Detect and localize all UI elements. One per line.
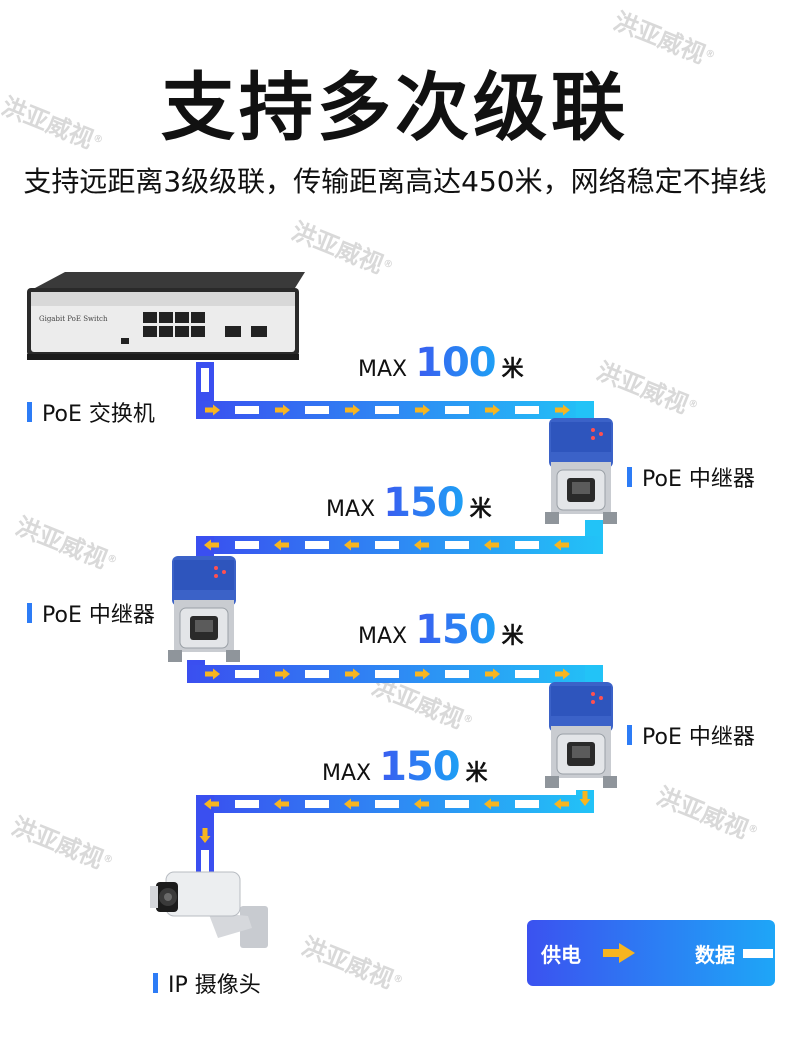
power-arrow-mark <box>344 798 359 810</box>
power-arrow-mark <box>485 404 500 416</box>
data-dash-icon <box>743 948 773 958</box>
data-dash-mark <box>515 800 539 808</box>
data-dash-mark <box>235 670 259 678</box>
legend-data-label: 数据 <box>695 942 735 967</box>
label-text: IP 摄像头 <box>168 973 261 998</box>
data-dash-mark <box>445 406 469 414</box>
distance-label-1: MAX 100 米 <box>358 340 524 386</box>
power-arrow-mark <box>414 798 429 810</box>
distance-value: 150 <box>383 480 464 526</box>
data-dash-mark <box>305 670 329 678</box>
label-text: PoE 中继器 <box>42 603 155 628</box>
power-arrow-mark <box>484 539 499 551</box>
distance-label-3: MAX 150 米 <box>358 607 524 653</box>
data-dash-mark <box>375 800 399 808</box>
power-arrow-mark <box>579 791 591 806</box>
label-ip-camera: IP 摄像头 <box>153 967 261 999</box>
distance-prefix: MAX <box>358 624 408 649</box>
label-poe-switch: PoE 交换机 <box>27 396 155 428</box>
distance-unit: 米 <box>465 761 488 786</box>
data-dash-mark <box>445 541 469 549</box>
poe-repeater-image <box>545 682 617 794</box>
distance-value: 100 <box>415 340 496 386</box>
label-marker <box>627 725 632 745</box>
power-arrow-mark <box>274 539 289 551</box>
power-arrow-mark <box>205 404 220 416</box>
label-text: PoE 中继器 <box>642 725 755 750</box>
cable-horizontal <box>196 536 603 554</box>
power-arrow-mark <box>205 668 220 680</box>
power-arrow-mark <box>275 668 290 680</box>
label-marker <box>27 402 32 422</box>
label-poe-repeater-2: PoE 中继器 <box>27 597 155 629</box>
data-dash-mark <box>201 850 209 874</box>
power-arrow-mark <box>275 404 290 416</box>
power-arrow-mark <box>555 404 570 416</box>
distance-prefix: MAX <box>326 497 376 522</box>
legend: 供电 数据 <box>527 920 775 986</box>
distance-unit: 米 <box>501 357 524 382</box>
data-dash-mark <box>445 800 469 808</box>
page-title: 支持多次级联 <box>161 65 629 151</box>
distance-label-2: MAX 150 米 <box>326 480 492 526</box>
power-arrow-mark <box>485 668 500 680</box>
distance-value: 150 <box>415 607 496 653</box>
power-arrow-mark <box>204 798 219 810</box>
label-poe-repeater-3: PoE 中继器 <box>627 719 755 751</box>
flow-marks <box>199 368 591 874</box>
data-dash-mark <box>305 800 329 808</box>
data-dash-mark <box>515 406 539 414</box>
power-arrow-mark <box>415 404 430 416</box>
label-marker <box>627 467 632 487</box>
legend-power-label: 供电 <box>541 942 581 967</box>
power-arrow-mark <box>415 668 430 680</box>
data-dash-mark <box>235 541 259 549</box>
power-arrow-mark <box>554 798 569 810</box>
distance-label-4: MAX 150 米 <box>322 744 488 790</box>
data-dash-mark <box>515 541 539 549</box>
data-dash-mark <box>375 541 399 549</box>
data-dash-mark <box>235 800 259 808</box>
data-dash-mark <box>375 670 399 678</box>
data-dash-mark <box>305 541 329 549</box>
distance-value: 150 <box>379 744 460 790</box>
distance-prefix: MAX <box>322 761 372 786</box>
poe-switch-image: Gigabit PoE Switch <box>25 270 305 362</box>
data-dash-mark <box>375 406 399 414</box>
label-text: PoE 中继器 <box>642 467 755 492</box>
data-dash-mark <box>445 670 469 678</box>
power-arrow-mark <box>204 539 219 551</box>
data-dash-mark <box>201 368 209 392</box>
power-arrow-mark <box>344 539 359 551</box>
power-arrow-mark <box>345 668 360 680</box>
distance-unit: 米 <box>501 624 524 649</box>
power-arrow-mark <box>484 798 499 810</box>
distance-unit: 米 <box>469 497 492 522</box>
data-dash-mark <box>515 670 539 678</box>
label-marker <box>153 973 158 993</box>
power-arrow-mark <box>555 668 570 680</box>
page-subtitle: 支持远距离3级级联，传输距离高达450米，网络稳定不掉线 <box>23 165 767 198</box>
label-text: PoE 交换机 <box>42 402 155 427</box>
power-arrow-mark <box>554 539 569 551</box>
ip-camera-image <box>148 868 273 950</box>
power-arrow-mark <box>414 539 429 551</box>
distance-prefix: MAX <box>358 357 408 382</box>
label-poe-repeater-1: PoE 中继器 <box>627 461 755 493</box>
data-dash-mark <box>235 406 259 414</box>
data-dash-mark <box>305 406 329 414</box>
label-marker <box>27 603 32 623</box>
power-arrow-mark <box>345 404 360 416</box>
poe-repeater-image <box>168 556 240 668</box>
switch-panel-text: Gigabit PoE Switch <box>39 315 108 323</box>
power-arrow-mark <box>199 828 211 843</box>
poe-repeater-image <box>545 418 617 530</box>
power-arrow-icon <box>603 943 635 963</box>
power-arrow-mark <box>274 798 289 810</box>
